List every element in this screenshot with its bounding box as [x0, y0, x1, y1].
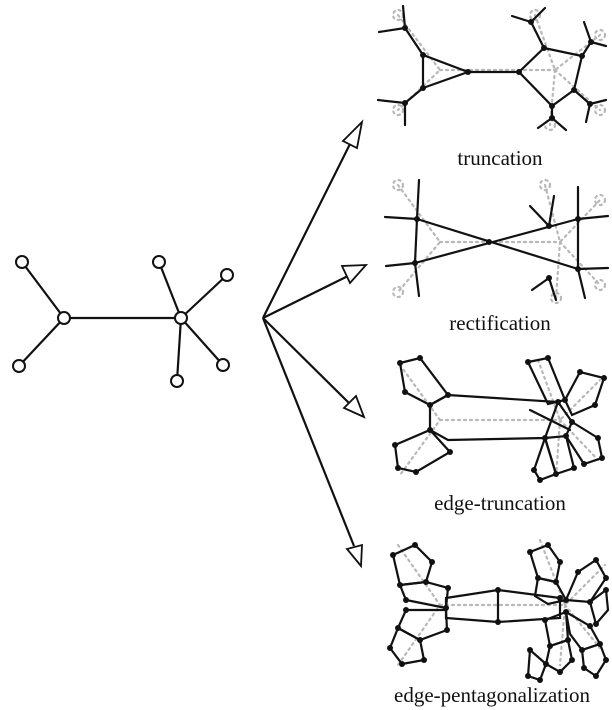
source-graph	[12, 255, 234, 388]
arrow-edge-truncation	[262, 317, 366, 419]
arrow-edge-pentagonalization	[261, 317, 363, 569]
arrow-rectification	[262, 264, 369, 319]
source-graph-edge	[157, 260, 183, 320]
edge-truncation-label: edge-truncation	[434, 491, 566, 515]
rectification-label: rectification	[449, 311, 551, 335]
source-graph-edge	[179, 316, 225, 367]
source-graph-node	[216, 358, 230, 372]
source-graph-node	[57, 311, 71, 325]
rectification-graph	[383, 178, 610, 305]
edge-pentagonalization-label: edge-pentagonalization	[394, 683, 590, 707]
source-graph-node	[220, 268, 234, 282]
source-graph-edge	[179, 273, 229, 320]
source-graph-edge	[175, 316, 183, 383]
source-graph-node	[152, 255, 166, 269]
edge-truncation-graph	[392, 355, 607, 483]
edge-pentagonalization-graph	[387, 538, 610, 683]
source-graph-node	[12, 359, 26, 373]
source-graph-edge	[20, 260, 66, 320]
source-graph-node	[174, 311, 188, 325]
source-graph-node	[170, 374, 184, 388]
source-graph-edge	[17, 316, 66, 368]
arrow-truncation	[262, 119, 364, 319]
truncation-graph	[376, 4, 608, 132]
source-graph-node	[15, 255, 29, 269]
arrows	[261, 119, 369, 569]
truncation-label: truncation	[457, 146, 543, 170]
